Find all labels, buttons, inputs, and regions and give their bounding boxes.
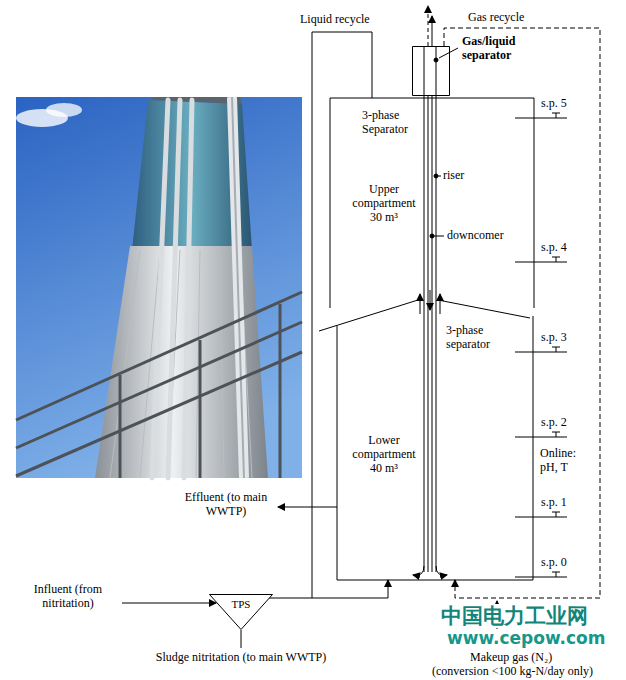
vessel-wall — [337, 316, 533, 580]
label: Sludge nitritation (to main WWTP) — [120, 650, 362, 664]
label: Makeup gas (N₂) — [470, 650, 552, 664]
process-lines — [122, 32, 497, 648]
label: 3-phase Separator — [362, 108, 418, 136]
reactor-internals — [432, 96, 433, 572]
vessel-wall — [330, 98, 534, 308]
reactor-internals — [439, 48, 458, 58]
process-lines — [122, 603, 216, 604]
sample-points — [556, 512, 557, 517]
node-text: Gas/liquid separator — [462, 34, 536, 62]
reactor-internals — [430, 234, 434, 238]
node-text: TPS — [209, 597, 273, 611]
reactor-vessel: Upper compartment 30 m³ Lower compartment… — [330, 98, 534, 580]
reactor-vessel-outline — [330, 98, 534, 580]
sample-points — [515, 577, 567, 578]
separator-box: Gas/liquid separator — [412, 46, 450, 96]
box-outline — [413, 47, 450, 96]
reactor-internals — [434, 174, 438, 178]
triangle-outline — [210, 595, 273, 630]
label: s.p. 1 — [541, 495, 567, 509]
sample-points — [515, 113, 567, 577]
photo — [16, 352, 302, 476]
flow-connector — [444, 28, 600, 598]
label: Online: pH, T — [540, 446, 588, 474]
label: (conversion <100 kg-N/day only) — [432, 664, 593, 678]
reactor-internals — [413, 566, 424, 575]
label: riser — [443, 168, 464, 182]
sample-points — [556, 432, 557, 437]
tps-triangle: TPS — [209, 594, 273, 630]
photo — [152, 100, 168, 478]
reactor-internals — [432, 16, 433, 46]
photo — [16, 97, 302, 478]
flow-connector — [269, 580, 388, 598]
label: s.p. 3 — [541, 330, 567, 344]
photo — [46, 103, 82, 117]
separator-box-outline — [412, 46, 450, 96]
reactor-internals — [319, 6, 530, 575]
label: s.p. 5 — [541, 96, 567, 110]
photo — [232, 97, 244, 478]
photo — [152, 100, 192, 478]
sample-points — [515, 352, 567, 353]
reactor-internals — [438, 300, 530, 318]
reactor-internals — [436, 566, 447, 575]
photo — [184, 100, 192, 478]
label: s.p. 4 — [541, 240, 567, 254]
label: Effluent (to main WWTP) — [176, 490, 276, 518]
node-text: Lower compartment 40 m³ — [348, 433, 420, 475]
edge-label: Gas recycle — [468, 10, 524, 24]
reactor-internals — [428, 96, 429, 572]
reactor-internals — [430, 290, 431, 310]
sample-points — [556, 347, 557, 352]
photo — [16, 292, 302, 478]
sample-points — [556, 113, 557, 118]
reactor-internals — [428, 6, 429, 46]
process-lines — [241, 630, 242, 648]
label: s.p. 0 — [541, 555, 567, 569]
reactor-internals — [436, 46, 437, 572]
photo — [16, 292, 302, 420]
reactor-internals — [434, 58, 438, 62]
photo — [279, 304, 282, 478]
photo — [110, 250, 252, 478]
sample-points — [515, 118, 567, 119]
reactor-internals — [440, 294, 441, 314]
sample-points — [556, 572, 557, 577]
label: Liquid recycle — [300, 12, 370, 26]
label: s.p. 2 — [541, 415, 567, 429]
photo — [110, 250, 140, 478]
watermark: www.cepow.com — [447, 629, 606, 648]
sample-points — [515, 262, 567, 263]
watermark: 中国电力工业网 — [441, 604, 588, 628]
photo — [16, 97, 302, 478]
reactor-internals — [319, 300, 418, 331]
photo — [16, 322, 302, 448]
reactor-internals — [438, 176, 441, 177]
photo — [199, 340, 202, 478]
photo — [220, 250, 224, 478]
label: 3-phase separator — [446, 323, 506, 351]
process-lines — [278, 507, 337, 508]
sample-points — [515, 437, 567, 438]
sample-points — [515, 517, 567, 518]
node-text: Upper compartment 30 m³ — [348, 182, 420, 224]
label: Influent (from nitritation) — [20, 582, 116, 610]
photo — [168, 100, 180, 478]
reactor-internals — [424, 46, 425, 572]
reactor-internals — [420, 294, 421, 314]
photo — [196, 250, 200, 478]
label: downcomer — [447, 228, 504, 242]
photo — [232, 97, 244, 478]
reactor-internals — [434, 236, 444, 237]
photo — [119, 375, 122, 478]
sample-points — [556, 257, 557, 262]
